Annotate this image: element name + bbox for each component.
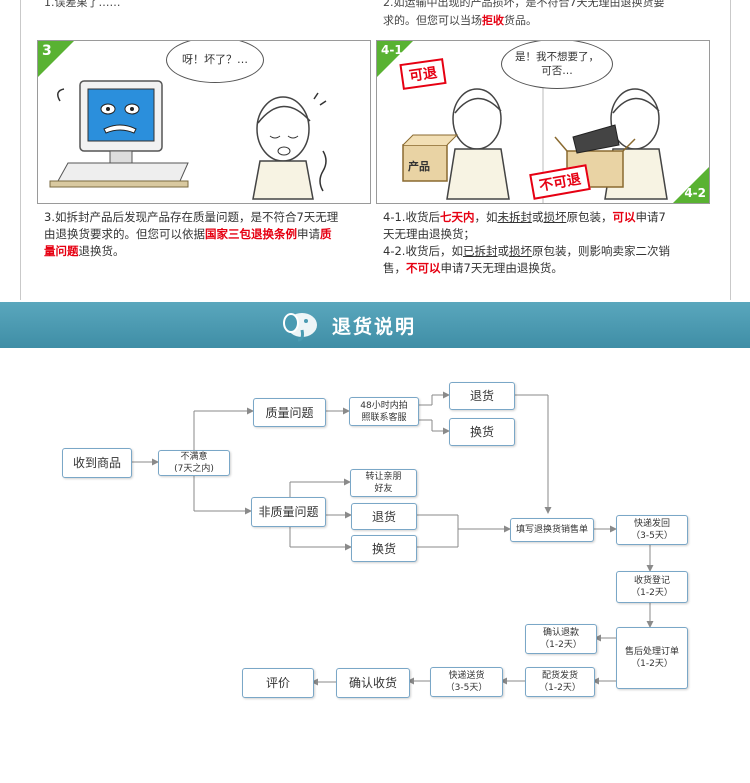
flow-review: 评价: [242, 668, 314, 698]
flow-dispatch-goods: 配货发货 （1-2天）: [525, 667, 595, 697]
return-scenario-illustration: [402, 41, 668, 203]
desc-4-text: 4-1.收货后七天内，如未拆封或损坏原包装，可以申请7 天无理由退换货； 4-2…: [383, 210, 670, 275]
flow-return-nonquality: 退货: [351, 503, 417, 530]
top-right-line1: 2.如运输中出现的产品损坏，是不符合7天无理由退换货要: [383, 0, 665, 9]
panel-3-speech-bubble: 呀！坏了？…: [166, 41, 264, 83]
flow-confirm-refund: 确认退款 （1-2天）: [525, 624, 597, 654]
left-border-line: [20, 0, 21, 300]
panel-3-number: 3: [42, 43, 52, 59]
banner-title: 退货说明: [332, 316, 417, 338]
product-box-label: 产品: [408, 160, 430, 173]
flow-return-quality: 退货: [449, 382, 515, 410]
return-policy-banner: 退货说明: [0, 302, 750, 348]
right-border-line: [730, 0, 731, 300]
panel-4-1-number: 4-1: [381, 43, 403, 57]
desc-3-text: 3.如拆封产品后发现产品存在质量问题，是不符合7天无理 由退换货要求的。但您可以…: [44, 210, 339, 258]
flow-ship-back: 快递发回 （3-5天）: [616, 515, 688, 545]
panel-3-illustration: 3 呀！坏了？…: [37, 40, 371, 204]
panel-4-illustration: 4-1 4-2 可退 不可退 产品 是！我不想要了， 可否…: [376, 40, 710, 204]
flow-fill-return-form: 填写退换货销售单: [510, 518, 594, 542]
panel-3-tag: [38, 41, 74, 77]
flow-confirm-receipt: 确认收货: [336, 668, 410, 698]
flow-transfer-friends: 转让亲朋 好友: [350, 469, 417, 497]
top-right-text: 2.如运输中出现的产品损坏，是不符合7天无理由退换货要 求的。但您可以当场拒收货…: [383, 0, 665, 30]
flow-exchange-quality: 换货: [449, 418, 515, 446]
top-left-text: 1.误差果了……: [44, 0, 121, 9]
flow-courier-delivery: 快递送货 （3-5天）: [430, 667, 503, 697]
flow-non-quality-issue: 非质量问题: [251, 497, 326, 527]
elephant-icon: [283, 313, 317, 342]
panel-4-2-tag: [673, 167, 709, 203]
flow-exchange-nonquality: 换货: [351, 535, 417, 562]
flow-receive-goods: 收到商品: [62, 448, 132, 478]
flow-quality-issue: 质量问题: [253, 398, 326, 427]
flow-receipt-registration: 收货登记 （1-2天）: [616, 571, 688, 603]
panel-4-speech-bubble: 是！我不想要了， 可否…: [501, 41, 613, 89]
top-right-line2: 求的。但您可以当场拒收货品。: [383, 14, 537, 27]
broken-computer-illustration: [49, 80, 327, 200]
flow-aftersale-processing: 售后处理订单 （1-2天）: [616, 627, 688, 689]
flow-contact-support: 48小时内拍 照联系客服: [349, 397, 419, 426]
flow-unsatisfied: 不满意 (7天之内): [158, 450, 230, 476]
panel-4-2-number: 4-2: [684, 186, 706, 200]
